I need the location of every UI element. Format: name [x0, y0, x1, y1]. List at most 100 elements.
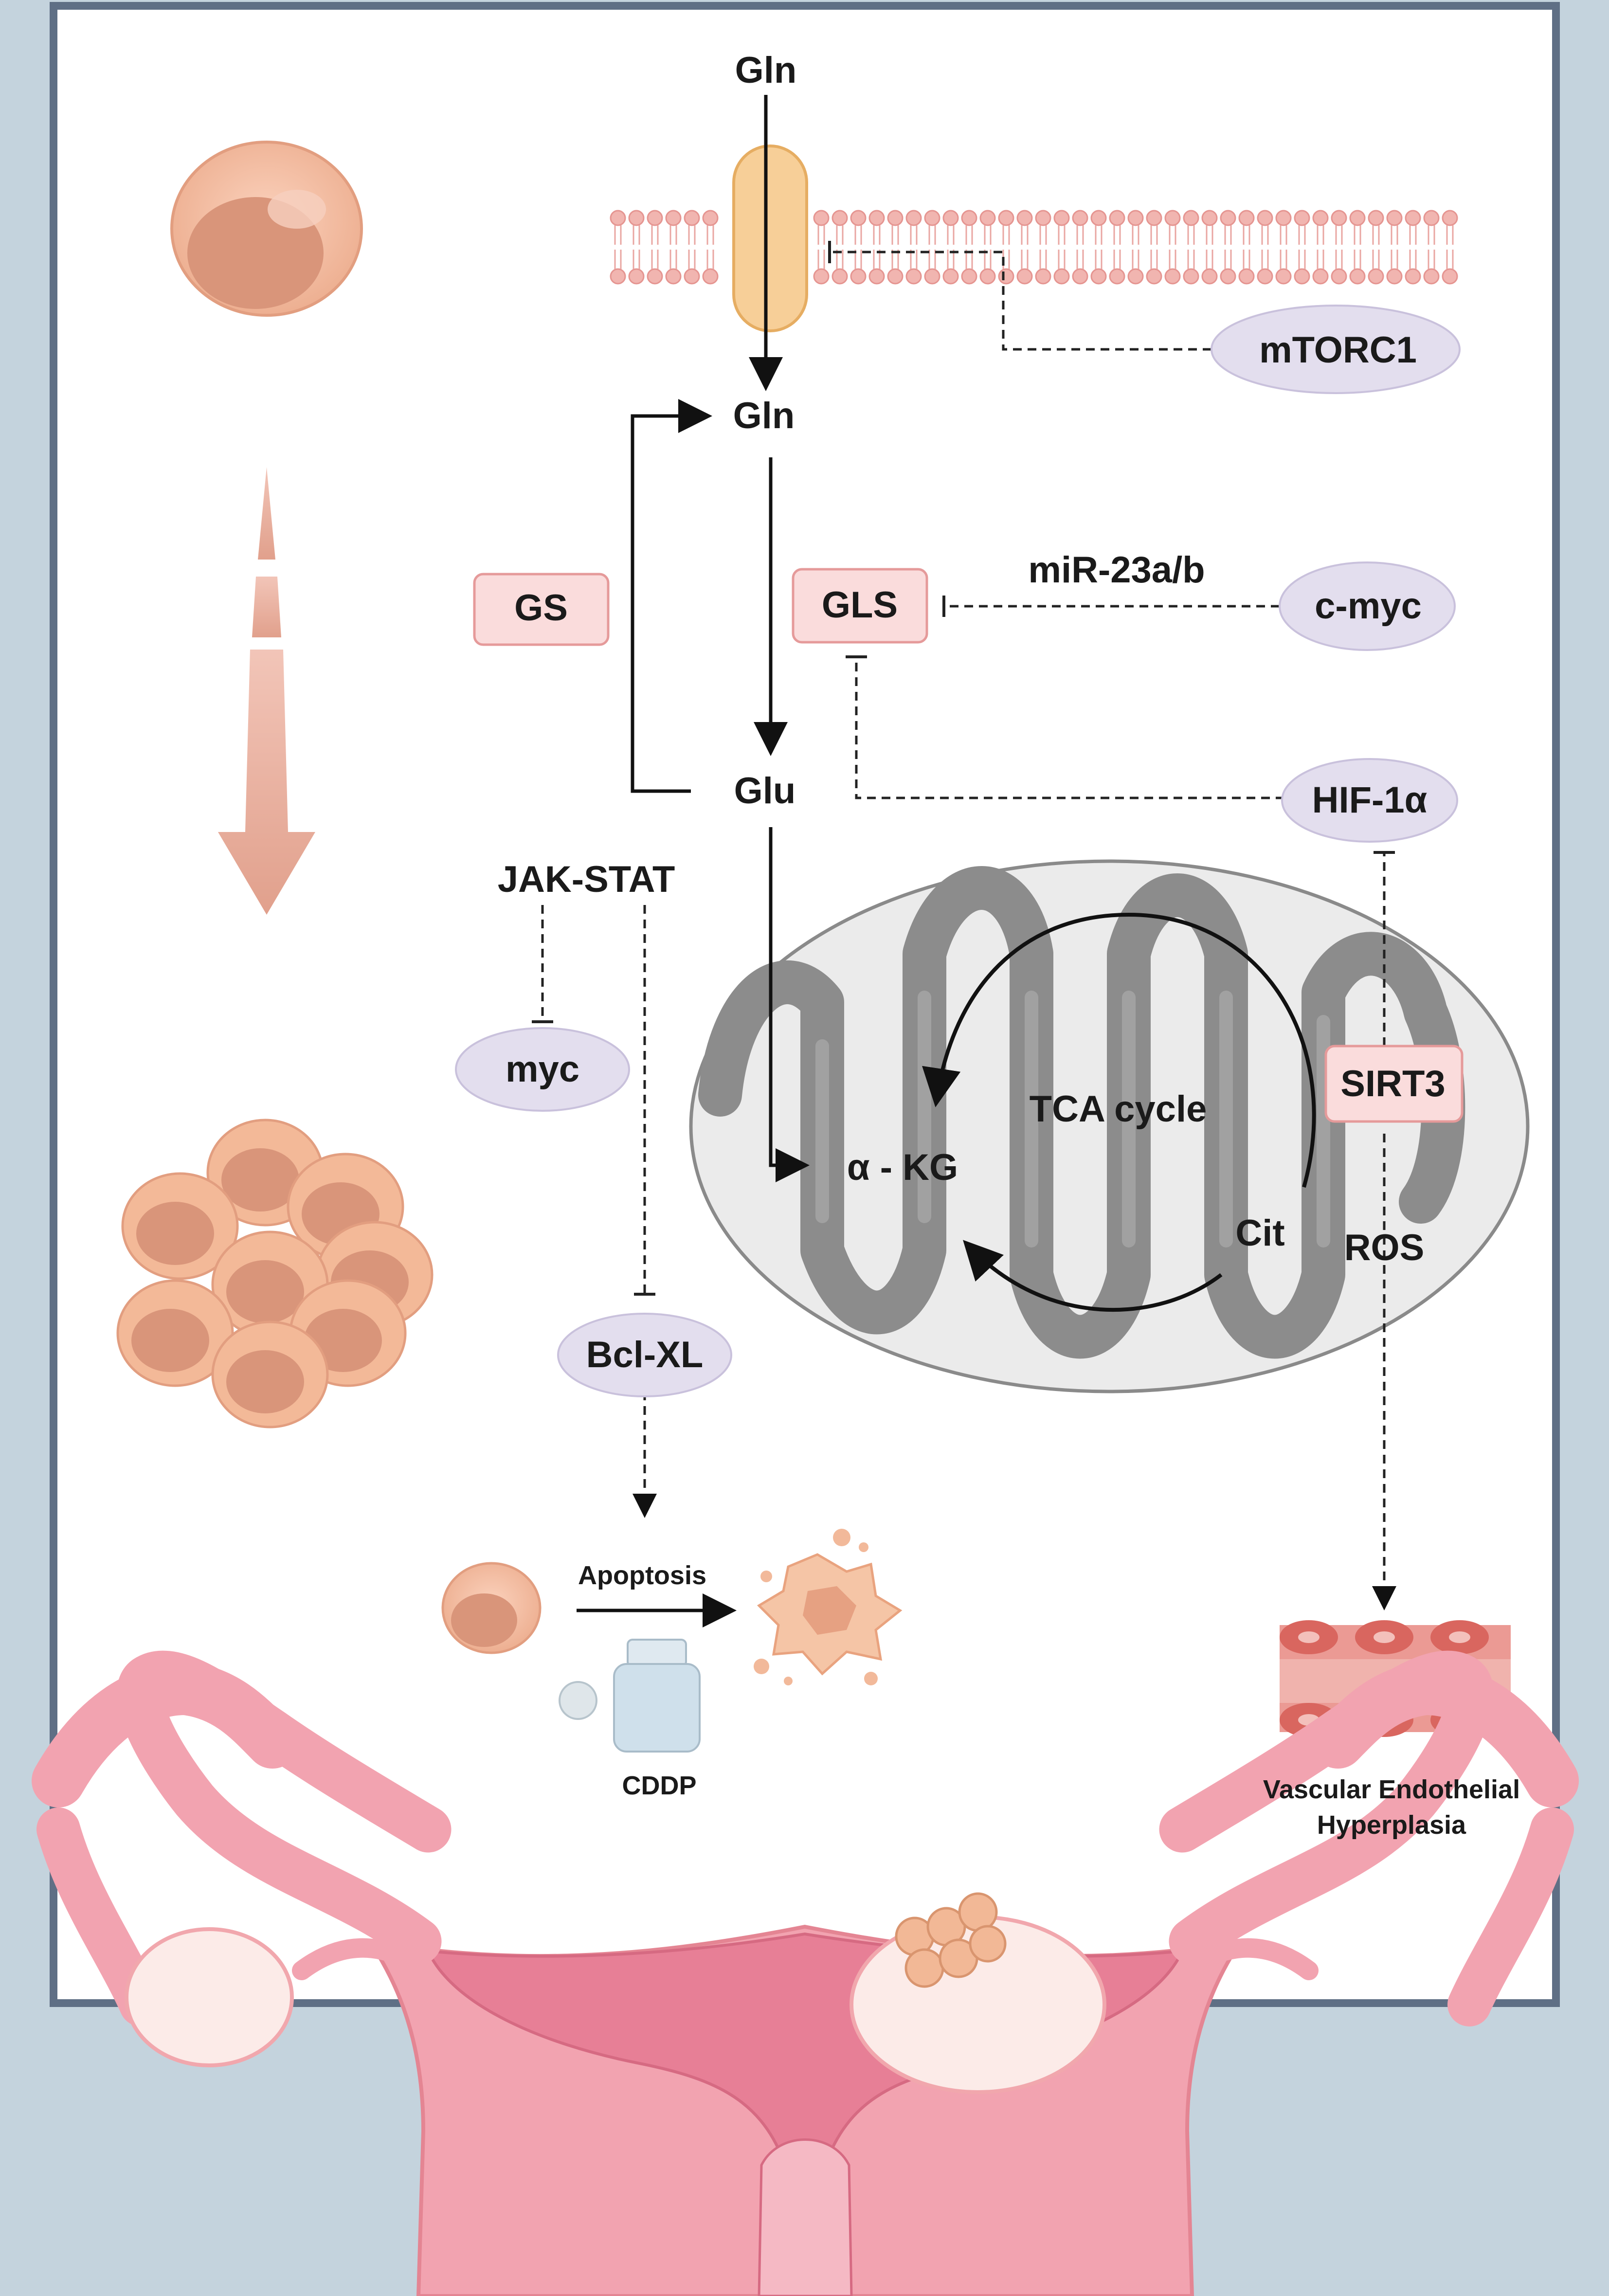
- phospholipid-tail: [1039, 250, 1047, 269]
- phospholipid-tail: [984, 225, 992, 245]
- phospholipid-tail: [1095, 250, 1103, 269]
- phospholipid-head: [1090, 268, 1107, 285]
- phospholipid-head: [1294, 210, 1310, 226]
- phospholipid-tail: [1335, 225, 1343, 245]
- label-gln-extracellular: Gln: [735, 50, 797, 91]
- phospholipid-head: [979, 268, 996, 285]
- phospholipid-tail: [1076, 225, 1084, 245]
- cluster-cell-nucleus: [131, 1309, 209, 1372]
- phospholipid-head: [684, 268, 700, 285]
- phospholipid-tail: [1169, 250, 1176, 269]
- label-sirt3: SIRT3: [1340, 1063, 1446, 1104]
- phospholipid-tail: [1409, 250, 1417, 269]
- phospholipid-tail: [651, 250, 659, 269]
- phospholipid-tail: [947, 225, 955, 245]
- phospholipid-tail: [1113, 250, 1121, 269]
- phospholipid-head: [610, 268, 626, 285]
- phospholipid-tail: [1132, 250, 1139, 269]
- phospholipid-tail: [614, 225, 622, 245]
- phospholipid-head: [702, 210, 719, 226]
- phospholipid-head: [1090, 210, 1107, 226]
- phospholipid-head: [1164, 210, 1181, 226]
- phospholipid-tail: [1243, 225, 1250, 245]
- phospholipid-head: [924, 268, 940, 285]
- tca-arrow-bottom: [963, 1240, 1223, 1312]
- phospholipid-tail: [1280, 225, 1287, 245]
- phospholipid-head: [905, 210, 922, 226]
- phospholipid-head: [1442, 210, 1458, 226]
- phospholipid-head: [1146, 210, 1162, 226]
- phospholipid-head: [1072, 210, 1088, 226]
- phospholipid-head: [1016, 210, 1033, 226]
- phospholipid-tail: [1317, 250, 1324, 269]
- phospholipid-head: [998, 210, 1014, 226]
- phospholipid-tail: [1095, 225, 1103, 245]
- label-gs: GS: [514, 587, 568, 629]
- phospholipid-tail: [1391, 250, 1398, 269]
- phospholipid-tail: [1058, 250, 1066, 269]
- label-alpha-kg: α - KG: [847, 1147, 958, 1188]
- phospholipid-tail: [1261, 225, 1269, 245]
- phospholipid-head: [665, 210, 682, 226]
- label-myc: myc: [505, 1049, 580, 1090]
- phospholipid-tail: [1280, 250, 1287, 269]
- phospholipid-tail: [1021, 250, 1029, 269]
- phospholipid-tail: [817, 250, 825, 269]
- label-jak-stat: JAK-STAT: [497, 859, 675, 900]
- phospholipid-tail: [1150, 250, 1158, 269]
- phospholipid-tail: [1446, 225, 1454, 245]
- cell-cluster-icon: [116, 1119, 434, 1428]
- phospholipid-head: [1146, 268, 1162, 285]
- single-cell-icon: [170, 141, 363, 317]
- arrow-gs-glu-to-gln: [631, 399, 712, 793]
- phospholipid-tail: [1409, 225, 1417, 245]
- label-ros: ROS: [1344, 1227, 1425, 1268]
- phospholipid-head: [1368, 210, 1384, 226]
- phospholipid-head: [924, 210, 940, 226]
- phospholipid-tail: [1150, 225, 1158, 245]
- phospholipid-tail: [633, 250, 640, 269]
- phospholipid-tail: [1391, 225, 1398, 245]
- label-gln-intracellular: Gln: [733, 395, 795, 436]
- phospholipid-head: [628, 268, 645, 285]
- phospholipid-head: [1127, 210, 1144, 226]
- mtorc1-ellipse: [1211, 305, 1461, 394]
- phospholipid-tail: [706, 225, 714, 245]
- phospholipid-head: [850, 210, 867, 226]
- phospholipid-head: [961, 268, 977, 285]
- phospholipid-tail: [1354, 250, 1361, 269]
- phospholipid-tail: [817, 225, 825, 245]
- gls-box: [792, 568, 928, 644]
- cluster-cell-nucleus: [136, 1202, 214, 1265]
- phospholipid-tail: [1354, 225, 1361, 245]
- phospholipid-tail: [873, 225, 881, 245]
- phospholipid-head: [1220, 268, 1236, 285]
- phospholipid-tail: [1206, 250, 1213, 269]
- cell-membrane: [610, 210, 1458, 285]
- cmyc-ellipse: [1279, 561, 1456, 651]
- phospholipid-tail: [1298, 250, 1306, 269]
- phospholipid-tail: [928, 225, 936, 245]
- myc-ellipse: [455, 1027, 630, 1112]
- phospholipid-head: [610, 210, 626, 226]
- phospholipid-head: [1405, 268, 1421, 285]
- phospholipid-head: [1442, 268, 1458, 285]
- label-cddp: CDDP: [622, 1771, 697, 1800]
- phospholipid-head: [647, 268, 663, 285]
- phospholipid-tail: [1206, 225, 1213, 245]
- phospholipid-head: [1164, 268, 1181, 285]
- mitochondrial-cristae: [698, 866, 1465, 1359]
- phospholipid-tail: [1317, 225, 1324, 245]
- phospholipid-head: [1109, 210, 1125, 226]
- label-tca-cycle: TCA cycle: [1029, 1088, 1207, 1130]
- phospholipid-tail: [633, 225, 640, 245]
- phospholipid-head: [1294, 268, 1310, 285]
- phospholipid-head: [702, 268, 719, 285]
- inhibit-mtorc1-transporter: [830, 251, 1226, 351]
- phospholipid-tail: [965, 225, 973, 245]
- phospholipid-head: [1238, 210, 1255, 226]
- phospholipid-head: [1183, 210, 1199, 226]
- phospholipid-head: [1183, 268, 1199, 285]
